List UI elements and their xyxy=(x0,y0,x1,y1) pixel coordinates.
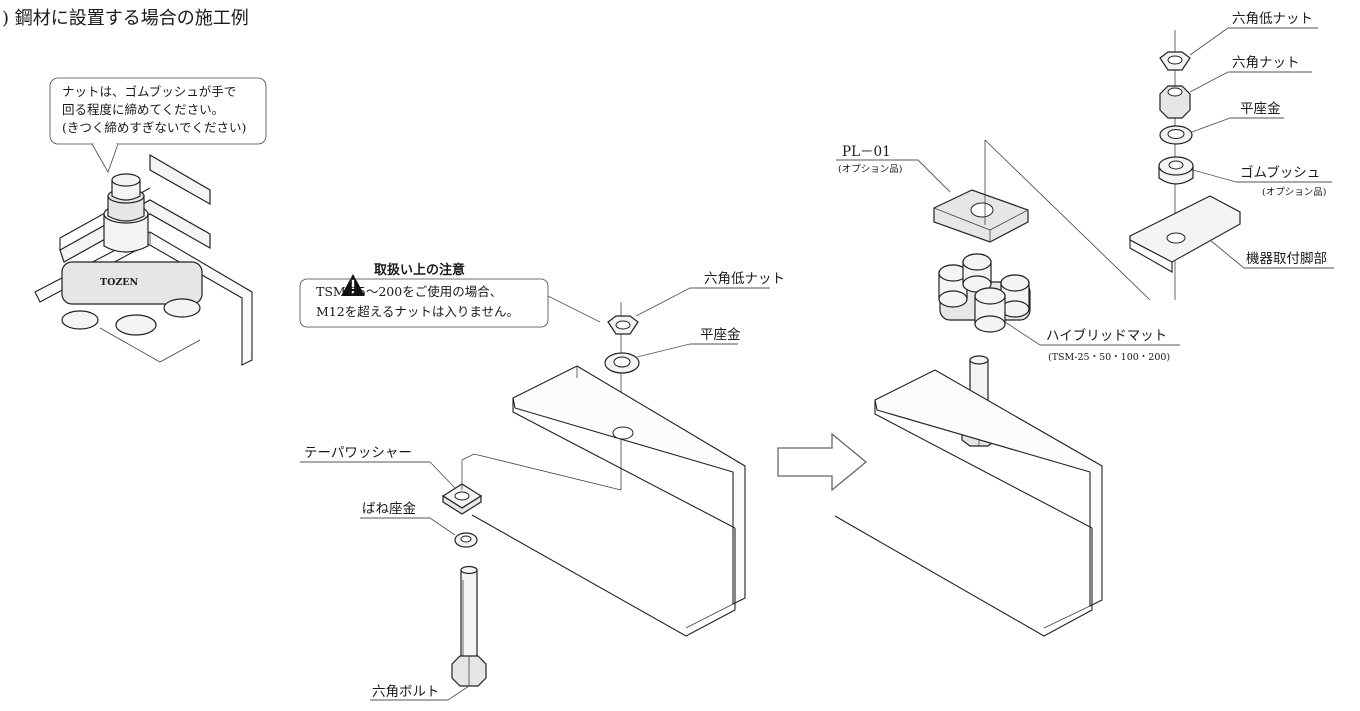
middle-channel-beam xyxy=(471,365,746,637)
right-hex-nut xyxy=(1159,85,1191,119)
right-label-pl01: PL－01 xyxy=(842,144,891,160)
page-title: ) 鋼材に設置する場合の施工例 xyxy=(2,8,249,29)
right-flat-washer xyxy=(1159,125,1193,145)
right-arrow-icon xyxy=(777,432,868,492)
detail-note-box xyxy=(49,77,267,145)
middle-label-flat-washer: 平座金 xyxy=(700,327,741,343)
caution-line2: M12を超えるナットは入りません。 xyxy=(316,304,519,319)
middle-taper-washer xyxy=(441,483,483,515)
middle-flat-washer xyxy=(604,352,640,374)
right-rubber-bush xyxy=(1158,156,1194,185)
middle-label-spring-washer: ばね座金 xyxy=(362,501,416,517)
middle-exploded-view: 取扱い上の注意 TSM-25～200をご使用の場合、 M12を超えるナットは入り… xyxy=(299,262,785,701)
detail-mat-body xyxy=(61,261,203,305)
middle-label-low-hex-nut: 六角低ナット xyxy=(704,271,785,287)
right-label-pl01-sub: (オプション品) xyxy=(838,164,902,175)
right-label-mount-foot: 機器取付脚部 xyxy=(1246,251,1327,267)
detail-note-line1: ナットは、ゴムブッシュが手で xyxy=(62,84,236,99)
right-channel-beam xyxy=(834,369,1103,637)
middle-spring-washer xyxy=(454,532,478,548)
right-label-low-hex-nut: 六角低ナット xyxy=(1232,11,1313,27)
middle-hex-bolt xyxy=(451,565,487,687)
middle-low-hex-nut xyxy=(607,315,639,335)
detail-note-line2: 回る程度に締めてください。 xyxy=(62,102,224,117)
right-label-hex-nut: 六角ナット xyxy=(1232,55,1300,71)
middle-label-hex-bolt: 六角ボルト xyxy=(372,684,440,700)
right-mount-foot xyxy=(1129,195,1241,273)
caution-box xyxy=(299,278,549,328)
right-label-rubber-bush: ゴムブッシュ xyxy=(1240,164,1320,181)
right-hybrid-mat xyxy=(938,253,1031,333)
middle-label-taper-washer: テーパワッシャー xyxy=(304,445,412,461)
warning-icon xyxy=(341,274,365,296)
detail-note-line3: (きつく締めすぎないでください) xyxy=(62,120,246,135)
right-assembly-view: PL－01 (オプション品) xyxy=(834,11,1334,637)
detail-product-mark: TOZEN xyxy=(100,277,139,288)
caution-heading: 取扱い上の注意 xyxy=(374,262,465,278)
detail-view: ナットは、ゴムブッシュが手で 回る程度に締めてください。 (きつく締めすぎないで… xyxy=(34,77,267,366)
right-label-hybrid-mat: ハイブリッドマット xyxy=(1046,327,1167,344)
caution-line1: TSM-25～200をご使用の場合、 xyxy=(316,284,502,299)
right-label-rubber-bush-sub: (オプション品) xyxy=(1262,187,1326,198)
right-pl01-plate xyxy=(933,189,1029,243)
right-label-hybrid-mat-sub: (TSM-25・50・100・200) xyxy=(1048,352,1170,363)
right-label-flat-washer: 平座金 xyxy=(1240,101,1281,117)
right-low-hex-nut xyxy=(1159,51,1191,71)
